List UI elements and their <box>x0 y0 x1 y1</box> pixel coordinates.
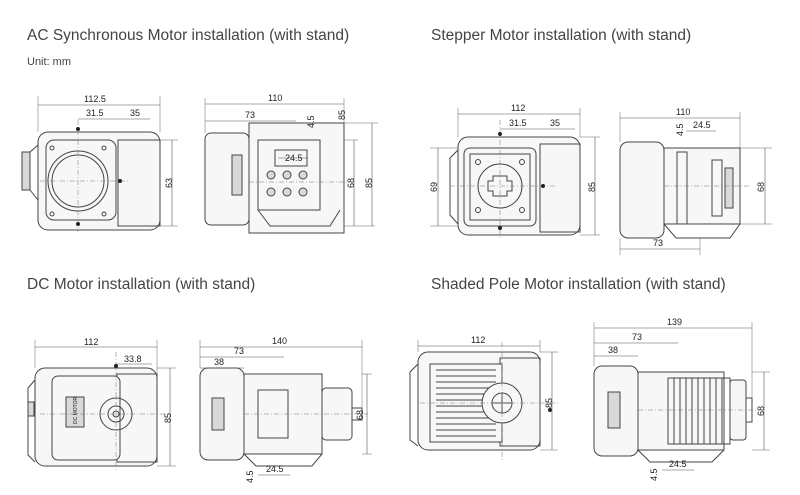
shaded-side-dim-b: 38 <box>608 345 618 355</box>
ac-front-dim-h: 63 <box>164 178 174 188</box>
dc-label-plate: DC MOTOR <box>73 396 79 424</box>
dc-side-dim-width: 140 <box>272 336 287 346</box>
ac-side-dim-c: 24.5 <box>285 153 303 163</box>
unit-label: Unit: mm <box>27 56 71 68</box>
shaded-front-dim-width: 112 <box>471 335 485 345</box>
dc-side-view: 140 73 38 68 4.5 24.5 <box>199 336 372 483</box>
stepper-front-dim-h1: 69 <box>429 182 439 192</box>
ac-side-view: 110 73 4.5 24.5 85 68 85 <box>204 93 378 234</box>
stepper-front-dim-b: 35 <box>550 118 560 128</box>
ac-side-dim-h1: 68 <box>346 178 356 188</box>
stepper-side-dim-b: 24.5 <box>693 120 711 130</box>
stepper-front-view: 112 31.5 35 69 85 <box>429 103 600 240</box>
dc-side-dim-h: 68 <box>355 410 365 420</box>
stepper-front-dim-a: 31.5 <box>509 118 527 128</box>
stepper-side-view: 110 4.5 24.5 68 73 <box>619 107 772 255</box>
ac-side-dim-width: 110 <box>268 93 282 103</box>
shaded-side-fins <box>673 378 723 444</box>
ac-side-dim-d: 85 <box>337 110 347 120</box>
dc-side-dim-d: 24.5 <box>266 464 284 474</box>
stepper-title: Stepper Motor installation (with stand) <box>431 27 692 44</box>
ac-side-dim-h2: 85 <box>364 178 374 188</box>
dc-side-dim-c: 4.5 <box>245 470 255 483</box>
shaded-front-dim-h: 85 <box>544 398 554 408</box>
dc-front-view: DC MOTOR 112 33.8 85 <box>27 337 176 470</box>
shaded-side-dim-d: 24.5 <box>669 459 687 469</box>
shaded-side-view: 139 73 38 68 4.5 24.5 <box>593 317 770 481</box>
shaded-side-dim-a: 73 <box>632 332 642 342</box>
shaded-title: Shaded Pole Motor installation (with sta… <box>431 276 726 293</box>
stepper-front-dim-h2: 85 <box>587 182 597 192</box>
dc-front-dim-width: 112 <box>84 337 98 347</box>
stepper-side-dim-width: 110 <box>676 107 690 117</box>
ac-side-bolt-grid <box>266 170 308 197</box>
shaded-side-dim-width: 139 <box>667 317 682 327</box>
shaded-side-dim-h: 68 <box>756 406 766 416</box>
ac-front-dim-b: 35 <box>130 108 140 118</box>
dc-side-dim-b: 38 <box>214 357 224 367</box>
stepper-side-dim-c: 73 <box>653 238 663 248</box>
ac-side-dim-b: 4.5 <box>306 115 316 128</box>
stepper-front-dim-width: 112 <box>511 103 525 113</box>
ac-front-view: 112.5 31.5 35 63 <box>21 94 178 232</box>
dc-side-dim-a: 73 <box>234 346 244 356</box>
dc-title: DC Motor installation (with stand) <box>27 276 256 293</box>
ac-front-dim-width: 112.5 <box>84 94 106 104</box>
stepper-side-dim-h: 68 <box>756 182 766 192</box>
ac-front-dim-a: 31.5 <box>86 108 104 118</box>
ac-side-dim-a: 73 <box>245 110 255 120</box>
dc-front-dim-a: 33.8 <box>124 354 142 364</box>
dc-front-dim-h: 85 <box>163 413 173 423</box>
shaded-side-dim-c: 4.5 <box>649 468 659 481</box>
shaded-front-view: 112 85 <box>409 335 560 460</box>
stepper-side-dim-a: 4.5 <box>675 123 685 136</box>
ac-title: AC Synchronous Motor installation (with … <box>27 27 350 44</box>
